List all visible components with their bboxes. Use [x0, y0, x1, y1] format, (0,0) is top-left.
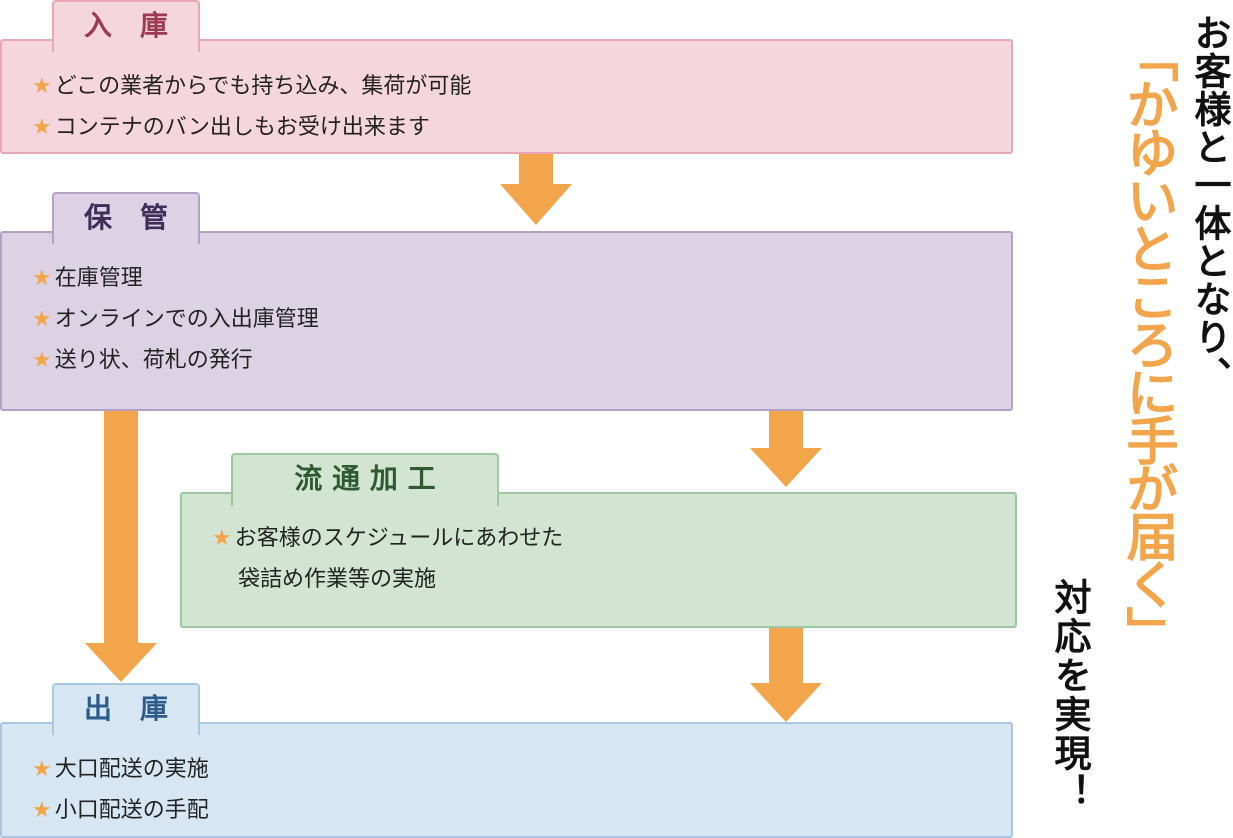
- down-arrow-icon: [85, 411, 157, 682]
- hokan-list: ★在庫管理 ★オンラインでの入出庫管理 ★送り状、荷札の発行: [32, 258, 319, 381]
- list-item: 袋詰め作業等の実施: [238, 567, 437, 592]
- list-item: ★小口配送の手配: [32, 798, 209, 823]
- star-icon: ★: [32, 757, 52, 782]
- nyuko-box: [0, 39, 1013, 154]
- star-icon: ★: [32, 74, 52, 99]
- hokan-box: [0, 231, 1013, 411]
- star-icon: ★: [212, 526, 232, 551]
- star-icon: ★: [32, 266, 52, 291]
- down-arrow-icon: [500, 154, 572, 225]
- star-icon: ★: [32, 348, 52, 373]
- shukko-box: [0, 722, 1013, 838]
- list-item: ★在庫管理: [32, 266, 143, 291]
- list-item: ★オンラインでの入出庫管理: [32, 307, 319, 332]
- ryutsu-title: 流 通 加 工: [231, 453, 499, 506]
- tagline-line1: お客様と一体となり、: [1188, 14, 1231, 394]
- tagline-line3: 対応を実現！: [1048, 578, 1091, 812]
- hokan-title: 保 管: [52, 192, 200, 244]
- star-icon: ★: [32, 307, 52, 332]
- star-icon: ★: [32, 115, 52, 140]
- nyuko-list: ★どこの業者からでも持ち込み、集荷が可能 ★コンテナのバン出しもお受け出来ます: [32, 66, 471, 148]
- ryutsu-list: ★お客様のスケジュールにあわせた 袋詰め作業等の実施: [212, 518, 563, 600]
- ryutsu-box: [180, 492, 1017, 628]
- shukko-list: ★大口配送の実施 ★小口配送の手配: [32, 749, 209, 831]
- tagline-line2: 「かゆいところに手が届く」: [1117, 30, 1177, 654]
- list-item: ★どこの業者からでも持ち込み、集荷が可能: [32, 74, 472, 99]
- list-item: ★お客様のスケジュールにあわせた: [212, 526, 564, 551]
- star-icon: ★: [32, 798, 52, 823]
- nyuko-title: 入 庫: [52, 0, 200, 52]
- down-arrow-icon: [750, 411, 822, 487]
- down-arrow-icon: [750, 628, 822, 722]
- shukko-title: 出 庫: [52, 683, 200, 735]
- list-item: ★送り状、荷札の発行: [32, 348, 253, 373]
- list-item: ★コンテナのバン出しもお受け出来ます: [32, 115, 430, 140]
- list-item: ★大口配送の実施: [32, 757, 209, 782]
